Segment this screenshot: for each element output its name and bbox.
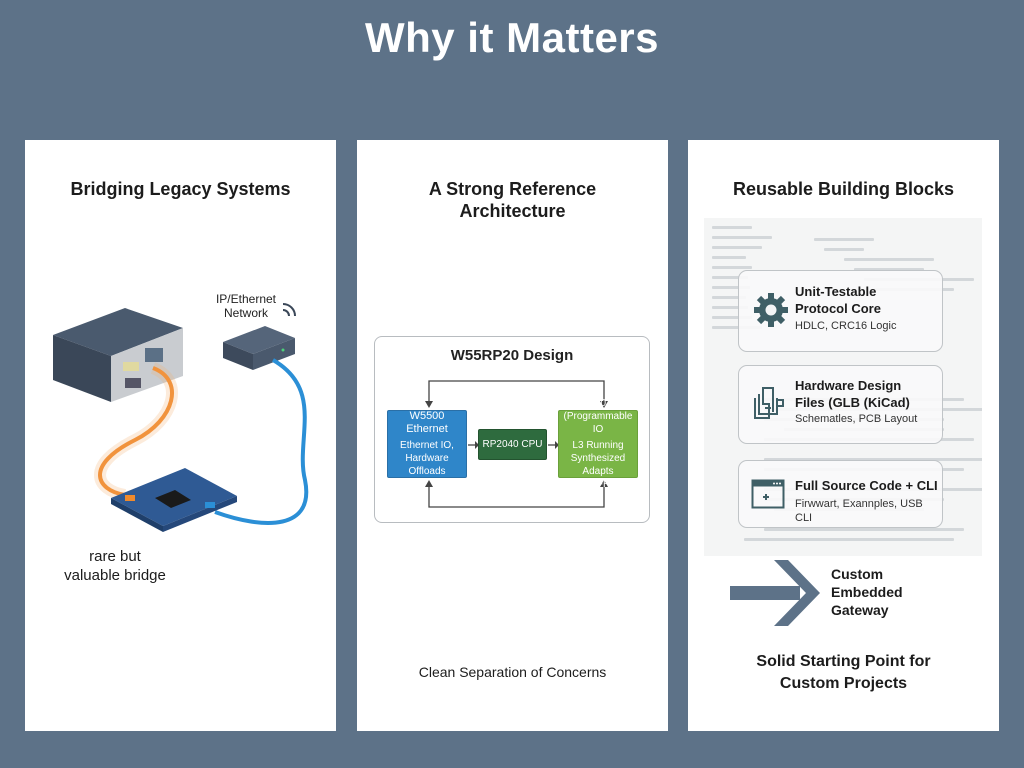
panel-caption: rare but valuable bridge	[64, 548, 166, 584]
code-line	[824, 248, 864, 251]
block-rp2040-pio: RP2040 PIO (Programmable IO L3 Running S…	[558, 398, 638, 490]
panel-heading: Bridging Legacy Systems	[70, 179, 291, 199]
architecture-diagram: W55RP20 Design W5500 Ethernet Ethernet I…	[374, 336, 650, 523]
code-line	[712, 276, 748, 279]
block-w5500-ethernet: W5500 Ethernet Ethernet IO, Hardware Off…	[387, 410, 467, 478]
feature-card-source-code: Full Source Code + CLI Firwwart, Exannpl…	[738, 460, 943, 528]
top-connector	[428, 380, 605, 403]
schematic-icon	[754, 387, 784, 419]
card-title: Unit-Testable Protocol Core	[795, 284, 881, 316]
code-line	[712, 296, 746, 299]
bottom-connector	[428, 485, 605, 508]
card-subtitle: HDLC, CRC16 Logic	[795, 320, 897, 332]
code-line	[854, 268, 924, 271]
code-line	[712, 226, 752, 229]
panel-bridging-legacy-systems: Bridging Legacy Systems	[25, 140, 336, 731]
code-line	[764, 528, 964, 531]
network-label: IP/Ethernet Network	[215, 292, 277, 320]
card-title: Hardware Design Files (GLB (KiCad)	[795, 378, 910, 410]
code-line	[712, 286, 750, 289]
arrow-right-icon	[730, 560, 820, 626]
code-line	[744, 538, 954, 541]
card-subtitle: Firwwart, Exannples, USB CLI	[795, 498, 923, 524]
feature-card-hardware-design: Hardware Design Files (GLB (KiCad) Schem…	[738, 365, 943, 444]
diagram-title: W55RP20 Design	[450, 347, 574, 364]
block-rp2040-cpu: RP2040 CPU	[478, 429, 547, 460]
panel-heading: A Strong Reference Architecture	[428, 179, 597, 221]
bridge-board-icon	[111, 468, 237, 532]
ethernet-cable	[214, 358, 309, 525]
feature-card-protocol-core: Unit-Testable Protocol Core HDLC, CRC16 …	[738, 270, 943, 352]
panel-reference-architecture: A Strong Reference Architecture W55RP20 …	[357, 140, 668, 731]
code-line	[712, 266, 752, 269]
panel-reusable-building-blocks: Reusable Building Blocks Unit-Testable P…	[688, 140, 999, 731]
code-line	[764, 458, 982, 461]
gateway-label: Custom Embedded Gateway	[831, 566, 903, 618]
panel-heading: Reusable Building Blocks	[732, 179, 955, 199]
code-line	[712, 256, 746, 259]
legacy-cable	[98, 366, 174, 497]
code-line	[814, 238, 874, 241]
terminal-window-icon	[751, 479, 785, 509]
slide-title: Why it Matters	[364, 14, 660, 61]
diagram-connectors	[425, 380, 608, 508]
code-line	[712, 316, 752, 319]
legacy-bridge-illustration	[53, 303, 309, 532]
panel-caption: Solid Starting Point for Custom Projects	[756, 653, 931, 692]
wifi-icon	[282, 303, 296, 317]
network-switch-icon	[223, 326, 295, 370]
card-subtitle: Schematles, PCB Layout	[795, 413, 918, 425]
panel-caption: Clean Separation of Concerns	[418, 664, 607, 680]
code-line	[844, 258, 934, 261]
code-line	[712, 246, 762, 249]
code-line	[712, 326, 762, 329]
card-title: Full Source Code + CLI	[795, 478, 938, 493]
code-line	[712, 306, 748, 309]
gear-icon	[754, 293, 788, 327]
code-line	[712, 236, 772, 239]
legacy-device-icon	[53, 308, 183, 402]
